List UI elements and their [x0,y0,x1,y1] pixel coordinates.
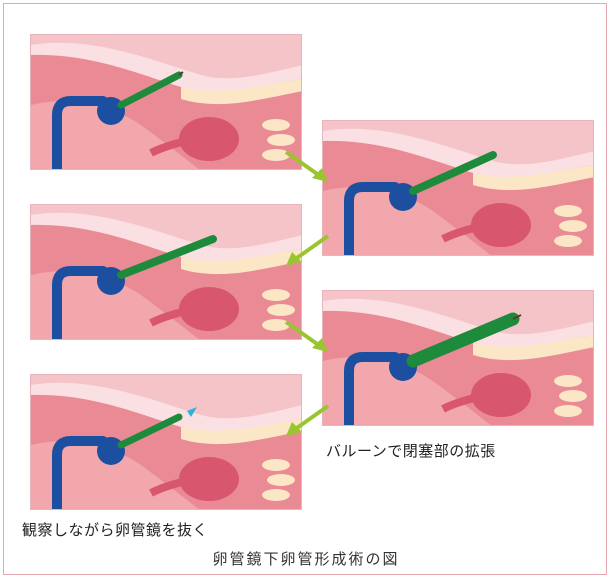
caption-balloon-dilation: バルーンで閉塞部の拡張 [326,440,496,461]
diagram-panel-step-4 [322,290,594,426]
figure-title: 卵管鏡下卵管形成術の図 [0,548,612,569]
diagram-panel-step-5 [30,374,302,510]
arrow-left-down-icon [282,232,332,268]
arrow-right-down-icon [282,318,332,354]
uterus-tube-illustration [31,375,302,510]
uterus-tube-illustration [323,291,594,426]
caption-observe-withdraw: 観察しながら卵管鏡を抜く [22,519,208,540]
arrow-right-down-icon [282,148,332,184]
arrow-left-down-icon [282,402,332,438]
uterus-tube-illustration [323,121,594,256]
diagram-panel-step-3 [30,204,302,340]
diagram-panel-step-2 [322,120,594,256]
uterus-tube-illustration [31,35,302,170]
diagram-panel-step-1 [30,34,302,170]
uterus-tube-illustration [31,205,302,340]
